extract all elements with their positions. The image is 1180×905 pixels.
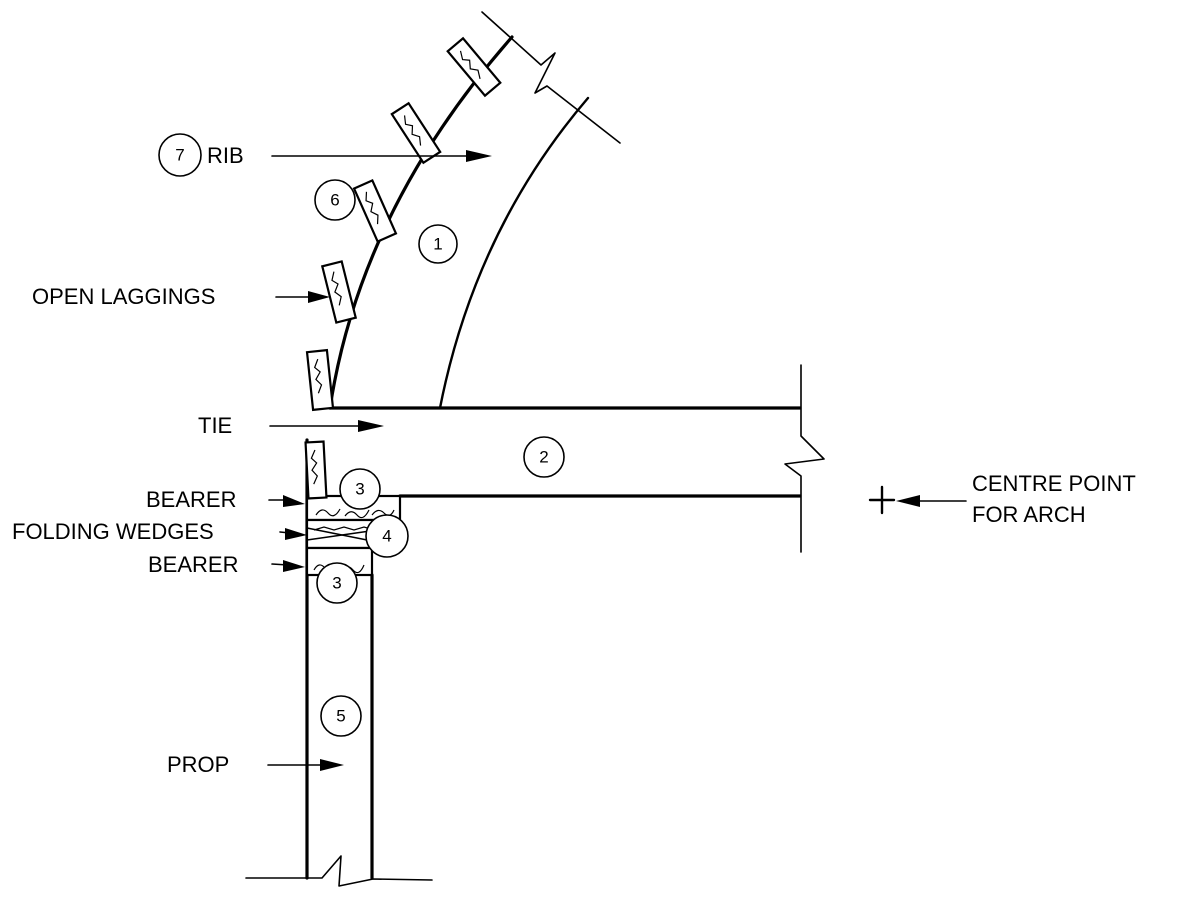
svg-text:6: 6 xyxy=(330,191,339,210)
open-laggings xyxy=(304,36,502,500)
svg-text:3: 3 xyxy=(332,574,341,593)
tie-label: TIE xyxy=(198,413,232,438)
folding-wedges-label: FOLDING WEDGES xyxy=(12,519,214,544)
centre-point-cross xyxy=(868,485,896,515)
lagging-block xyxy=(446,36,502,98)
marker-2: 2 xyxy=(523,436,565,478)
marker-6: 6 xyxy=(314,179,356,221)
marker-5: 5 xyxy=(320,695,362,737)
bearer-bottom-label: BEARER xyxy=(148,552,238,577)
svg-text:2: 2 xyxy=(539,448,548,467)
marker-3-top: 3 xyxy=(339,468,381,510)
marker-1: 1 xyxy=(418,224,458,264)
tie-arrow xyxy=(269,420,384,432)
centre-point-label-line2: FOR ARCH xyxy=(972,502,1086,527)
lagging-block xyxy=(390,101,442,165)
tie xyxy=(328,364,825,553)
folding-wedges-arrow xyxy=(279,528,307,540)
rib-label: RIB xyxy=(207,143,244,168)
leader-arrows xyxy=(267,150,967,771)
rib xyxy=(328,11,621,410)
svg-text:7: 7 xyxy=(175,146,184,165)
svg-text:1: 1 xyxy=(433,235,442,254)
lagging-block xyxy=(352,178,398,244)
marker-4: 4 xyxy=(365,514,409,558)
lagging-block xyxy=(305,348,335,412)
prop-label: PROP xyxy=(167,752,229,777)
marker-3-bottom: 3 xyxy=(316,562,358,604)
bearer-bottom-arrow xyxy=(271,560,305,572)
marker-7: 7 xyxy=(158,133,202,177)
centre-point-arrow xyxy=(896,495,967,507)
svg-text:4: 4 xyxy=(382,527,391,546)
lagging-block xyxy=(320,260,358,324)
rib-arrow xyxy=(271,150,492,162)
open-laggings-label: OPEN LAGGINGS xyxy=(32,284,215,309)
centre-point-label-line1: CENTRE POINT xyxy=(972,471,1136,496)
svg-text:3: 3 xyxy=(355,480,364,499)
prop-arrow xyxy=(267,759,344,771)
bearer-top-label: BEARER xyxy=(146,487,236,512)
svg-text:5: 5 xyxy=(336,707,345,726)
bearer-top-arrow xyxy=(268,495,305,507)
open-laggings-arrow xyxy=(275,291,330,303)
lagging-block xyxy=(304,440,328,500)
